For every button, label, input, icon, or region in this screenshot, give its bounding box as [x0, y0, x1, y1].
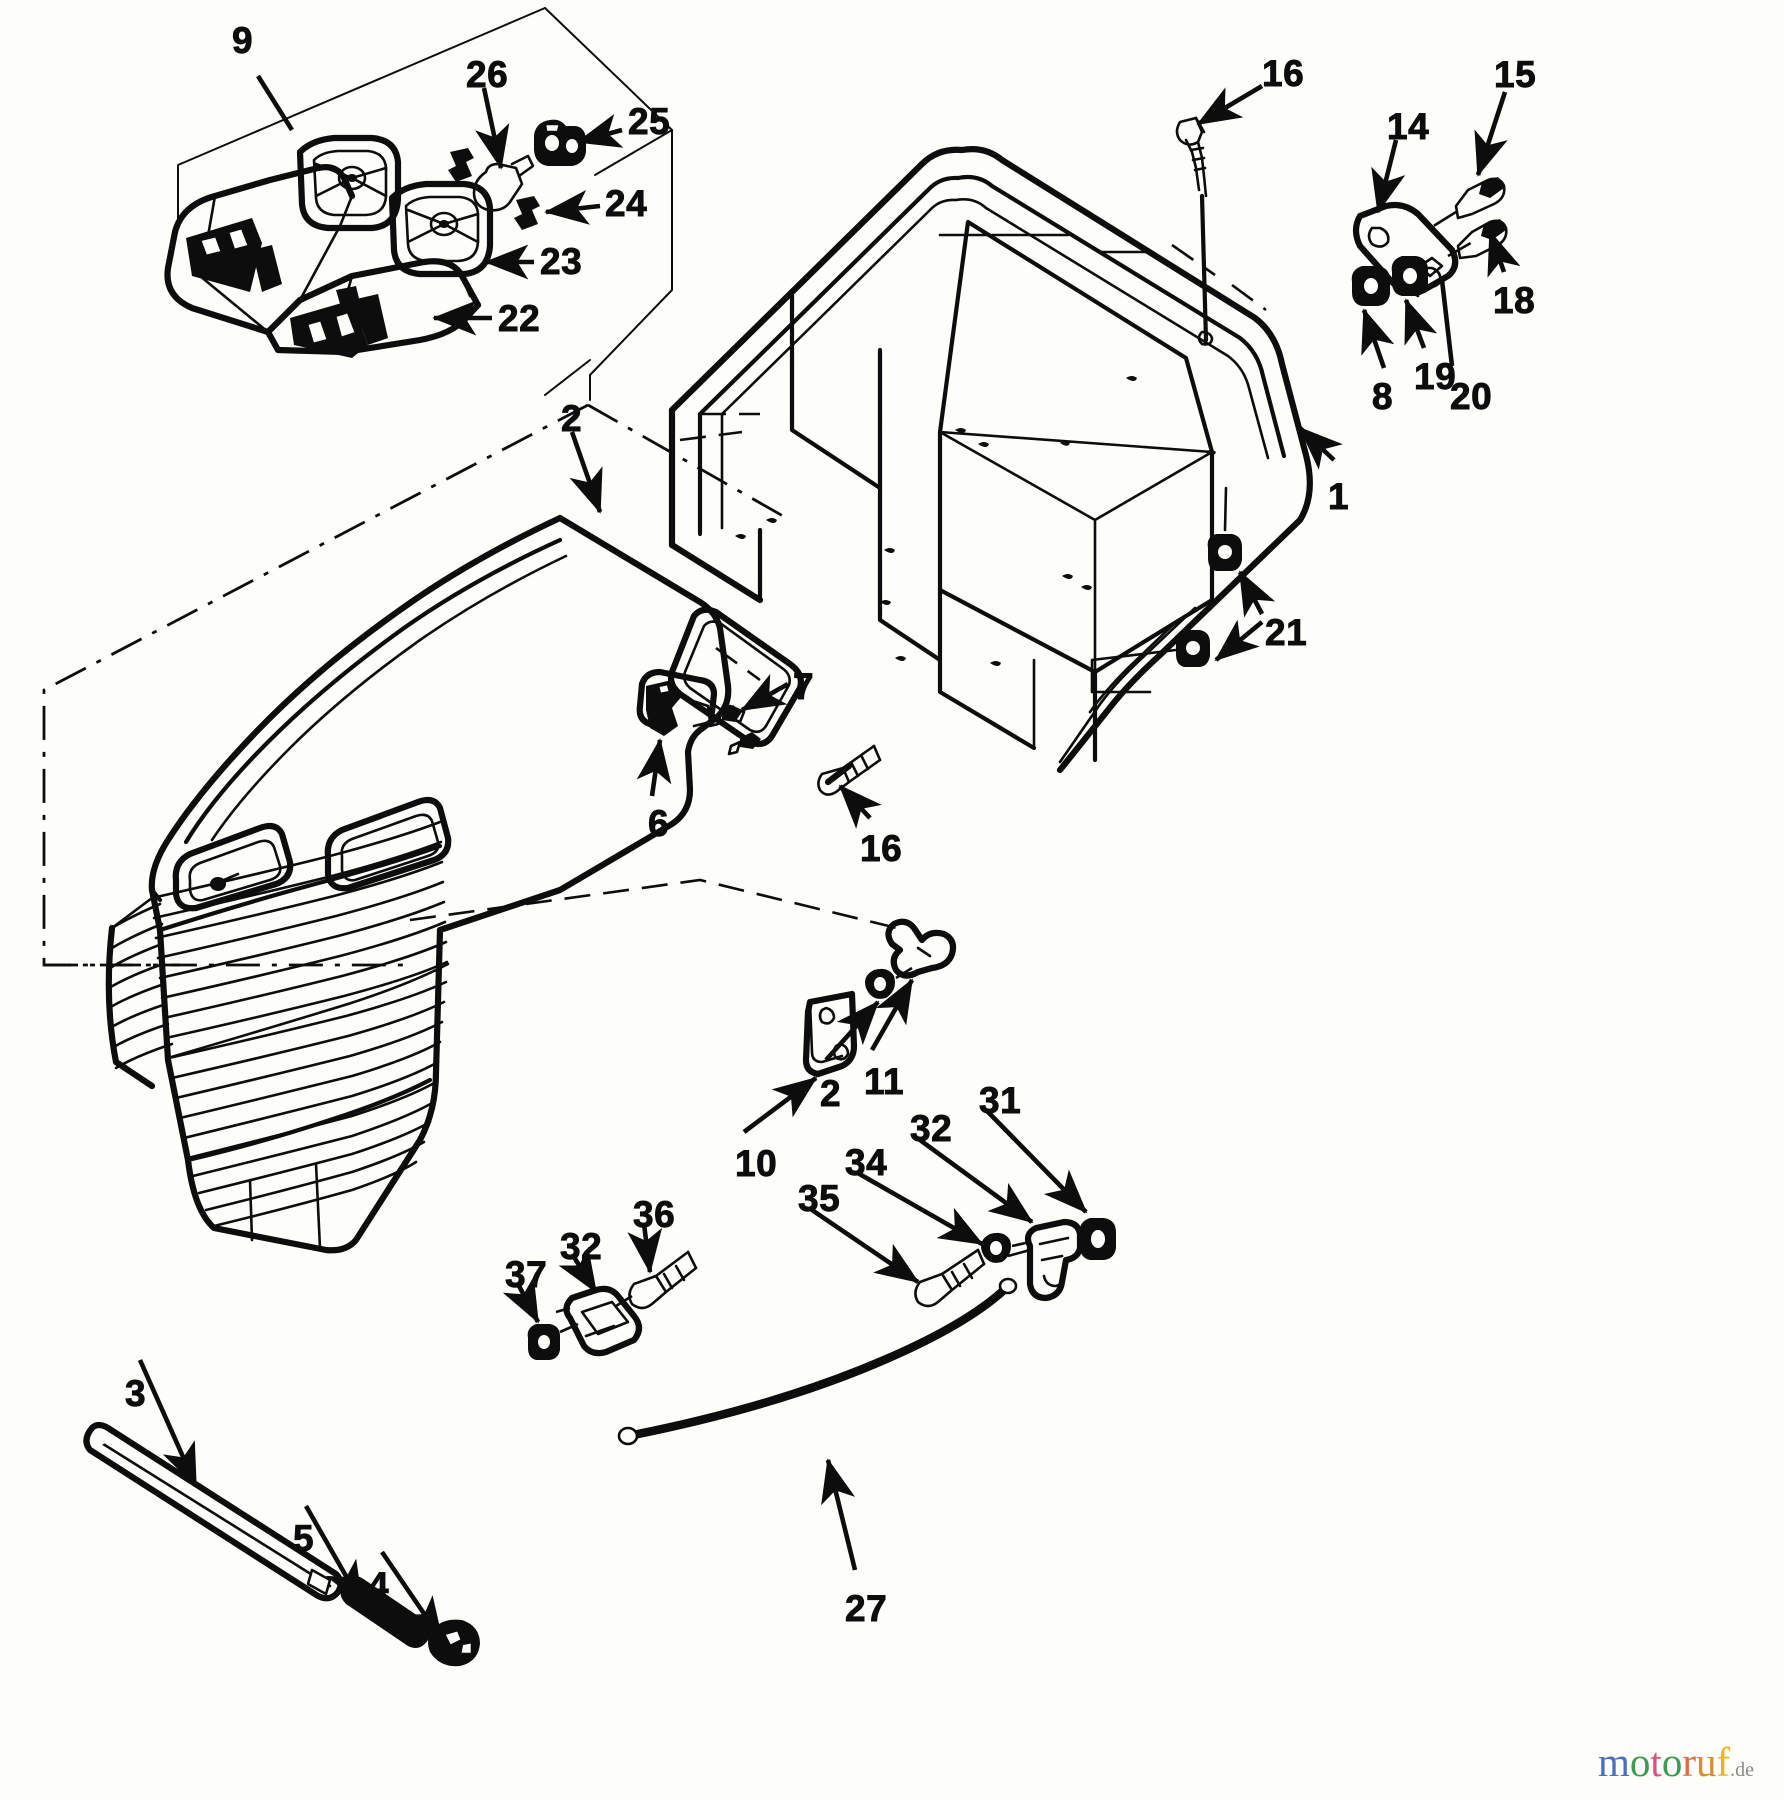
watermark-letter-m: m	[1598, 1739, 1630, 1785]
socket-nut-25	[534, 119, 586, 166]
watermark-tld: .de	[1730, 1759, 1755, 1781]
callout-25: 25	[628, 101, 671, 142]
group-box-hood	[42, 403, 791, 967]
clip-upper	[448, 148, 474, 182]
leader-lines	[137, 74, 1521, 1642]
bushing-31	[1079, 1218, 1116, 1260]
callout-32-upper: 32	[910, 1108, 953, 1149]
callout-4: 4	[368, 1565, 390, 1606]
callout-31: 31	[979, 1080, 1022, 1121]
hood-2	[105, 514, 804, 1254]
hood-group-link	[409, 878, 906, 932]
screw-16-upper	[1175, 116, 1214, 346]
spacer-20	[1418, 256, 1444, 278]
callout-32-lower: 32	[560, 1226, 603, 1267]
callout-7: 7	[793, 666, 815, 707]
locknut-8	[1351, 266, 1390, 306]
callout-5: 5	[293, 1518, 315, 1559]
callout-16-lower: 16	[860, 828, 903, 869]
throttle-cable-27	[617, 1277, 1018, 1446]
watermark-letter-u: u	[1695, 1739, 1717, 1785]
fender-deck-1	[668, 146, 1313, 774]
motoruf-watermark: motoruf.de	[1598, 1742, 1754, 1783]
callout-14: 14	[1387, 106, 1430, 147]
callout-34: 34	[845, 1142, 888, 1183]
bolt-36	[615, 1250, 698, 1310]
callout-16-upper: 16	[1262, 53, 1305, 94]
clamp-32-upper	[1007, 1218, 1084, 1302]
push-nut-link	[1090, 648, 1178, 694]
callout-2-washer: 2	[820, 1073, 842, 1114]
callout-37: 37	[505, 1254, 548, 1295]
rod-cap-4	[428, 1619, 480, 1667]
callout-18: 18	[1493, 280, 1536, 321]
clamp-32-lower	[555, 1285, 643, 1357]
watermark-letter-f: f	[1716, 1739, 1731, 1785]
grille-lamp-housing-22	[164, 164, 482, 358]
callout-9: 9	[232, 20, 254, 61]
callout-23: 23	[540, 241, 583, 282]
wing-knob-11	[885, 918, 957, 979]
watermark-letter-o1: o	[1629, 1739, 1651, 1785]
callout-1: 1	[1328, 476, 1350, 517]
pin-15	[1423, 177, 1506, 234]
callout-35: 35	[798, 1178, 841, 1219]
callout-6: 6	[648, 803, 670, 844]
callout-19: 19	[1414, 356, 1457, 397]
callout-26: 26	[466, 54, 509, 95]
callout-22: 22	[498, 298, 541, 339]
callout-11: 11	[864, 1061, 905, 1102]
callout-10: 10	[735, 1143, 778, 1184]
callout-36: 36	[633, 1194, 676, 1235]
push-nut-21a	[1207, 486, 1242, 571]
push-nut-21b	[1175, 630, 1210, 667]
washer-34	[981, 1232, 1031, 1263]
locknut-37	[527, 1322, 579, 1360]
watermark-letter-o2: o	[1661, 1739, 1683, 1785]
watermark-letter-t: t	[1650, 1739, 1662, 1785]
hood-rod-3	[83, 1421, 344, 1602]
washer-19	[1391, 256, 1428, 296]
callout-24: 24	[605, 183, 648, 224]
callout-8: 8	[1372, 376, 1394, 417]
screw-7b	[727, 732, 761, 756]
callout-20: 20	[1450, 376, 1493, 417]
screw-16-lower	[817, 744, 882, 796]
callout-2-hood: 2	[561, 398, 583, 439]
clip-lower-24	[514, 196, 540, 230]
callout-27: 27	[845, 1588, 888, 1629]
bolt-35	[914, 1248, 991, 1308]
group-box-light-kit	[177, 7, 673, 401]
lens-left	[296, 134, 402, 232]
screw-7	[708, 704, 746, 728]
hood-latch-6	[636, 668, 718, 736]
watermark-letter-r: r	[1682, 1739, 1696, 1785]
callout-21: 21	[1265, 612, 1308, 653]
callout-15: 15	[1494, 54, 1537, 95]
grille-louvers-left	[107, 902, 174, 1070]
callout-3: 3	[125, 1373, 147, 1414]
